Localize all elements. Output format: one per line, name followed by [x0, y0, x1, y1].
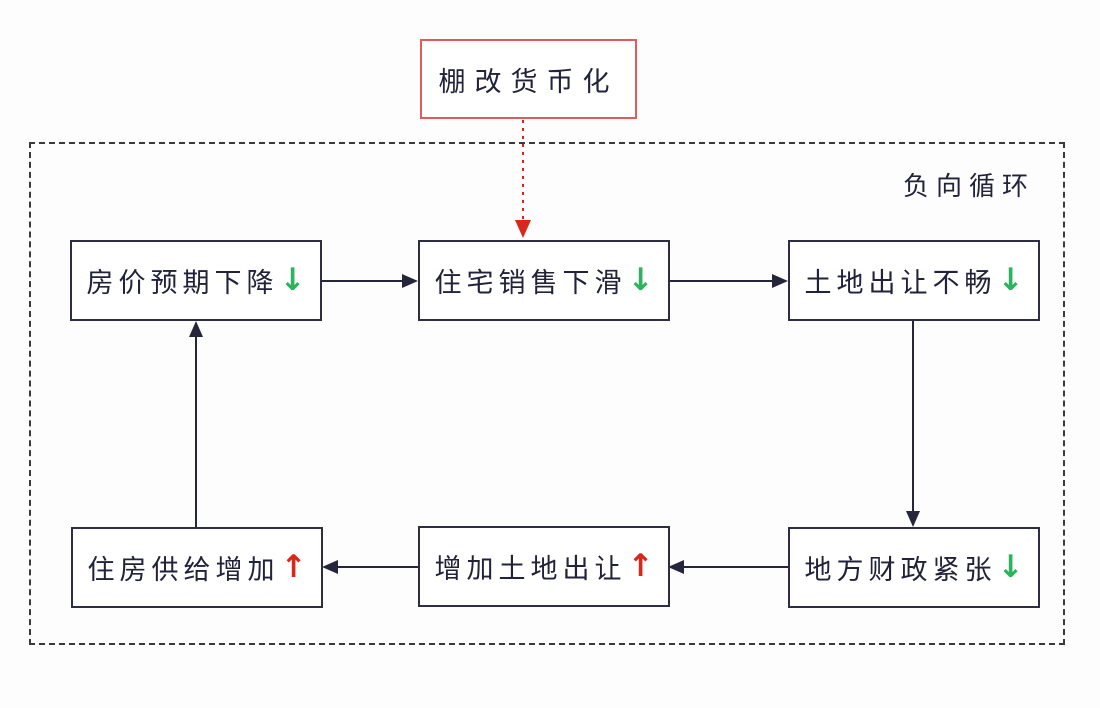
arrow-price-to-sales [322, 274, 418, 288]
trend-down-icon: ↓ [997, 262, 1024, 298]
trend-down-icon: ↓ [279, 262, 306, 298]
arrow-landsupply-to-housingsupply [322, 560, 418, 574]
node-increase-land-supply[interactable]: 增加土地出让 ↑ [418, 526, 670, 607]
arrow-land-to-fiscal [906, 321, 920, 527]
arrow-housingsupply-to-price [189, 321, 203, 527]
node-housing-sales-decline[interactable]: 住宅销售下滑 ↓ [418, 240, 670, 321]
node-label: 地方财政紧张 [804, 555, 997, 585]
arrow-trigger-to-sales [515, 120, 531, 238]
node-housing-supply-increase[interactable]: 住房供给增加 ↑ [71, 527, 323, 608]
arrow-fiscal-to-landsupply [668, 560, 788, 574]
cycle-frame [29, 142, 1065, 645]
trend-down-icon: ↓ [997, 549, 1024, 585]
node-local-fiscal-strain[interactable]: 地方财政紧张 ↓ [788, 527, 1040, 608]
node-label: 增加土地出让 [434, 554, 627, 584]
node-land-sales-sluggish[interactable]: 土地出让不畅 ↓ [788, 240, 1040, 321]
node-price-expectation-decline[interactable]: 房价预期下降 ↓ [70, 240, 322, 321]
node-shantytown-monetization[interactable]: 棚改货币化 [420, 39, 637, 119]
trend-down-icon: ↓ [627, 262, 654, 298]
arrow-sales-to-land [668, 274, 788, 288]
trend-up-icon: ↑ [280, 549, 307, 585]
trend-up-icon: ↑ [627, 548, 654, 584]
node-label: 住宅销售下滑 [434, 268, 627, 298]
node-label: 住房供给增加 [87, 555, 280, 585]
node-label: 房价预期下降 [86, 268, 279, 298]
cycle-label: 负向循环 [903, 171, 1036, 201]
node-label: 棚改货币化 [438, 66, 619, 97]
node-label: 土地出让不畅 [804, 268, 997, 298]
